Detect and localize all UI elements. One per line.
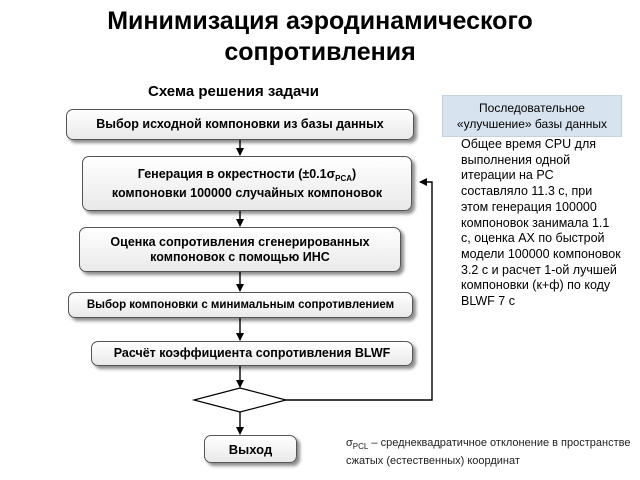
step-evaluate-drag: Оценка сопротивления сгенерированных ком… [79,227,401,272]
page-title: Минимизация аэродинамического сопротивле… [0,6,640,68]
feedback-loop-line [286,178,433,401]
step-generate-layouts-line1: Генерация в окрестности (±0.1σPCA) [137,166,357,183]
step-generate-layouts-line2: компоновки 100000 случайных компоновок [111,185,383,200]
database-improvement-note: Последовательное «улучшение» базы данных [442,95,622,137]
step-select-min-drag-label: Выбор компоновки с минимальным сопротивл… [86,298,395,311]
step-select-min-drag: Выбор компоновки с минимальным сопротивл… [68,292,413,318]
step-blwf-calculation-label: Расчёт коэффициента сопротивления BLWF [113,346,391,360]
cpu-time-description: Общее время CPU для выполнения одной ите… [461,137,621,309]
step-evaluate-drag-line2: компоновок с помощью ИНС [150,249,330,264]
step-evaluate-drag-line1: Оценка сопротивления сгенерированных [110,234,370,249]
sigma-definition-note: σPCL – среднеквадратичное отклонение в п… [346,437,631,467]
exit-box-label: Выход [228,441,273,457]
page-title-line2: сопротивления [224,38,416,66]
step-generate-layouts: Генерация в окрестности (±0.1σPCA) компо… [82,156,412,211]
page-title-line1: Минимизация аэродинамического [107,7,533,35]
database-improvement-note-line2: «улучшение» базы данных [456,117,608,131]
step-select-initial-layout-label: Выбор исходной компоновки из базы данных [96,117,384,131]
decision-diamond [191,387,289,413]
step-blwf-calculation: Расчёт коэффициента сопротивления BLWF [91,341,413,366]
step-select-initial-layout: Выбор исходной компоновки из базы данных [66,109,414,140]
database-improvement-note-line1: Последовательное [479,101,585,115]
diagram-subtitle: Схема решения задачи [148,83,319,100]
exit-box: Выход [204,435,297,463]
